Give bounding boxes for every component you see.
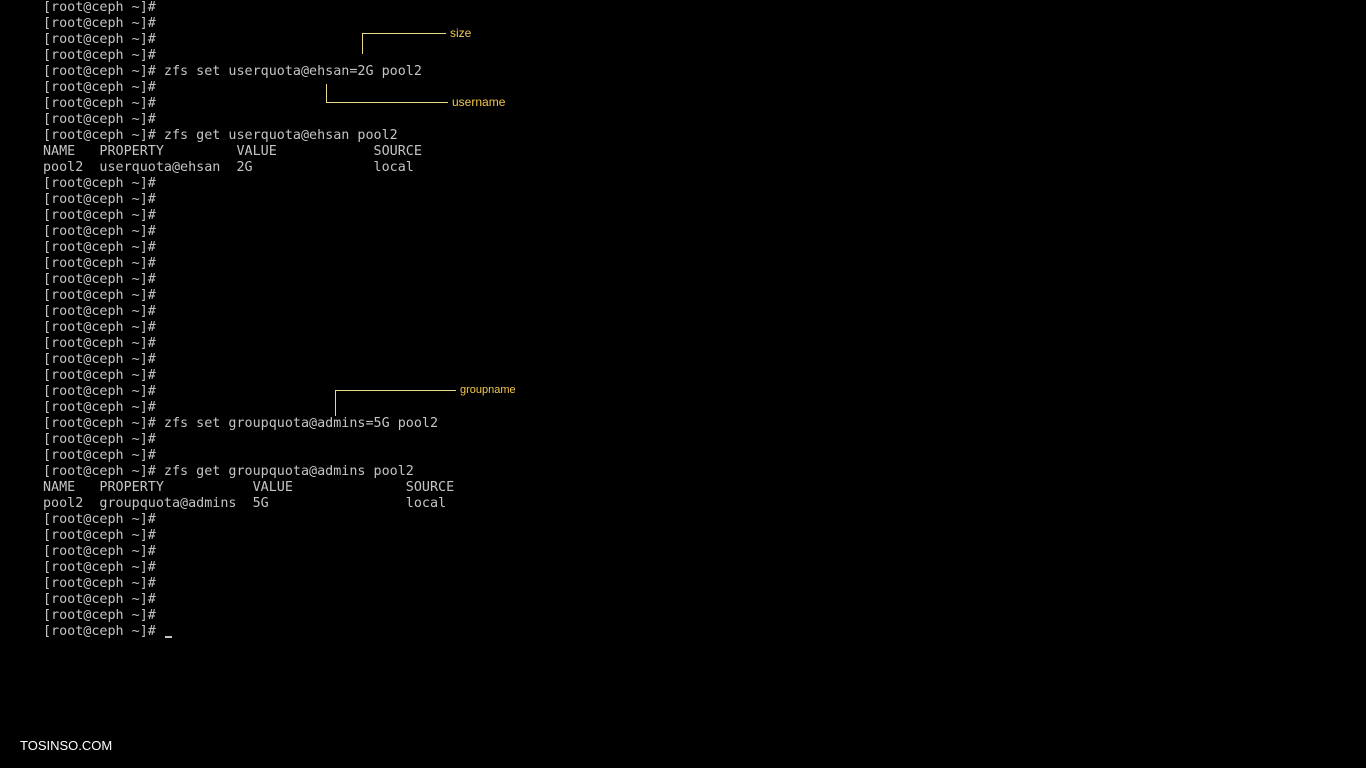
text-cursor [164, 636, 172, 638]
groupname-annotation-horizontal-line [335, 390, 456, 391]
prompt-text: [root@ceph ~]# [43, 624, 164, 639]
terminal-line: [root@ceph ~]# [43, 256, 156, 271]
terminal-line: NAME PROPERTY VALUE SOURCE [43, 480, 455, 495]
terminal-line: [root@ceph ~]# zfs get userquota@ehsan p… [43, 128, 398, 143]
terminal-line: [root@ceph ~]# [43, 512, 156, 527]
groupname-annotation-vertical-line [335, 390, 336, 416]
terminal-line: [root@ceph ~]# [43, 16, 156, 31]
terminal-line: [root@ceph ~]# [43, 176, 156, 191]
terminal-line: [root@ceph ~]# [43, 368, 156, 383]
groupname-annotation-label: groupname [460, 384, 516, 396]
terminal-line: [root@ceph ~]# zfs get groupquota@admins… [43, 464, 414, 479]
size-annotation-label: size [450, 26, 472, 40]
terminal-line: [root@ceph ~]# [43, 48, 156, 63]
terminal-line: [root@ceph ~]# [43, 32, 156, 47]
terminal-line: [root@ceph ~]# [43, 560, 156, 575]
terminal-line: [root@ceph ~]# [43, 336, 156, 351]
terminal-line: [root@ceph ~]# [43, 608, 156, 623]
terminal-line: [root@ceph ~]# [43, 112, 156, 127]
terminal-line: [root@ceph ~]# [43, 208, 156, 223]
size-annotation-horizontal-line [362, 33, 446, 34]
terminal-line: [root@ceph ~]# zfs set groupquota@admins… [43, 416, 439, 431]
terminal-line: pool2 userquota@ehsan 2G local [43, 160, 414, 175]
terminal-line: [root@ceph ~]# [43, 192, 156, 207]
terminal-output[interactable]: [root@ceph ~]#[root@ceph ~]#[root@ceph ~… [43, 0, 454, 640]
username-annotation-horizontal-line [326, 102, 448, 103]
size-annotation-vertical-line [362, 33, 363, 54]
terminal-line: [root@ceph ~]# [43, 240, 156, 255]
terminal-line: [root@ceph ~]# [43, 288, 156, 303]
terminal-line: [root@ceph ~]# [43, 272, 156, 287]
terminal-line: [root@ceph ~]# [43, 96, 156, 111]
terminal-line: [root@ceph ~]# [43, 576, 156, 591]
site-watermark: TOSINSO.COM [20, 738, 113, 753]
terminal-line: [root@ceph ~]# zfs set userquota@ehsan=2… [43, 64, 422, 79]
username-annotation-vertical-line [326, 84, 327, 103]
terminal-line: [root@ceph ~]# [43, 592, 156, 607]
terminal-prompt-line[interactable]: [root@ceph ~]# [43, 624, 454, 640]
terminal-line: [root@ceph ~]# [43, 352, 156, 367]
terminal-line: pool2 groupquota@admins 5G local [43, 496, 447, 511]
terminal-line: [root@ceph ~]# [43, 432, 156, 447]
terminal-line: [root@ceph ~]# [43, 544, 156, 559]
username-annotation-label: username [452, 95, 506, 109]
terminal-line: [root@ceph ~]# [43, 304, 156, 319]
terminal-line: [root@ceph ~]# [43, 384, 156, 399]
terminal-line: NAME PROPERTY VALUE SOURCE [43, 144, 422, 159]
terminal-line: [root@ceph ~]# [43, 448, 156, 463]
terminal-line: [root@ceph ~]# [43, 0, 156, 15]
terminal-line: [root@ceph ~]# [43, 320, 156, 335]
terminal-line: [root@ceph ~]# [43, 224, 156, 239]
terminal-line: [root@ceph ~]# [43, 80, 156, 95]
terminal-line: [root@ceph ~]# [43, 528, 156, 543]
terminal-line: [root@ceph ~]# [43, 400, 156, 415]
